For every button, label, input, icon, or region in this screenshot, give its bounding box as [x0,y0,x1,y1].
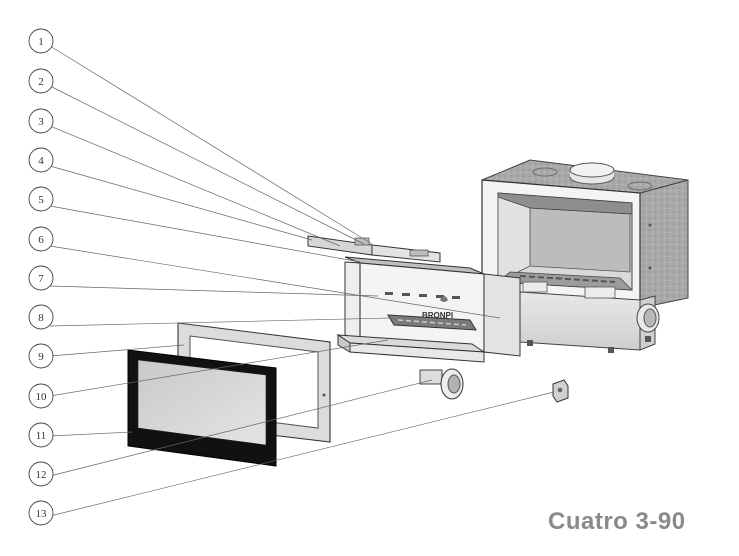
leader-line-7 [49,285,379,297]
callout-label: 6 [38,234,44,246]
callout-label: 2 [38,76,44,88]
callout-1: 1 [28,28,54,54]
callout-label: 7 [38,273,44,285]
callout-label: 1 [38,36,44,48]
leader-line-1 [49,45,373,245]
leader-line-12 [49,379,433,477]
callout-8: 8 [28,304,54,330]
callout-label: 12 [36,469,47,481]
leader-line-5 [49,205,361,263]
assembled-stove [481,159,689,353]
brand-logo: BRONPI [422,311,453,320]
exploded-parts: BRONPI [307,235,569,403]
callout-10: 10 [28,383,54,409]
callout-12: 12 [28,461,54,487]
callout-label: 5 [38,194,44,206]
callout-6: 6 [28,226,54,252]
callout-2: 2 [28,68,54,94]
leader-line-4 [49,165,313,241]
leader-line-13 [49,391,555,517]
callout-7: 7 [28,265,54,291]
leader-line-3 [49,125,341,247]
leader-line-11 [49,431,133,437]
callout-label: 8 [38,312,44,324]
callout-5: 5 [28,186,54,212]
callout-3: 3 [28,108,54,134]
leader-line-9 [49,344,185,357]
model-title: Cuatro 3-90 [548,508,686,535]
glass-door [127,349,277,467]
callout-13: 13 [28,500,54,526]
leader-lines [49,45,555,517]
leader-line-10 [49,339,389,397]
leader-line-2 [49,85,365,245]
callout-label: 10 [36,391,48,403]
leader-line-6 [49,245,501,319]
callout-label: 11 [36,430,47,442]
callouts: 1 2 3 4 5 6 7 8 9 10 11 12 13 [28,28,54,526]
leader-line-8 [49,317,391,327]
callout-label: 4 [38,155,44,167]
callout-label: 9 [38,351,44,363]
callout-label: 13 [36,508,48,520]
callout-4: 4 [28,147,54,173]
callout-label: 3 [38,116,44,128]
callout-11: 11 [28,422,54,448]
callout-9: 9 [28,343,54,369]
